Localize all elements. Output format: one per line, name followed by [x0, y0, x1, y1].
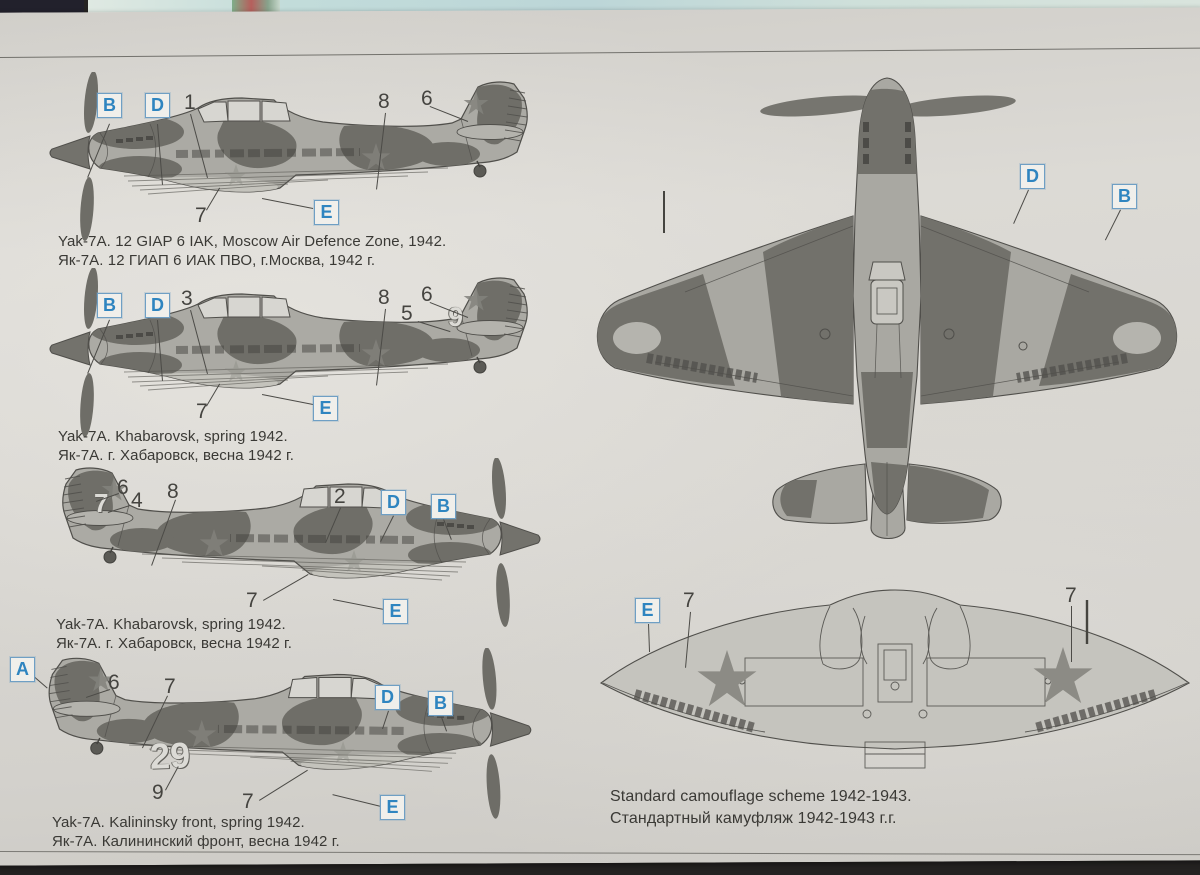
callout-number-8: 8: [378, 90, 390, 113]
callout-number-6: 6: [117, 476, 129, 499]
caption-ru: Як-7А. г. Хабаровск, весна 1942 г.: [56, 634, 293, 652]
callout-number-4: 4: [131, 489, 143, 512]
callout-letter-B: B: [97, 293, 122, 318]
callout-number-7: 7: [164, 675, 176, 698]
figure-2-caption: Yak-7A. Khabarovsk, spring 1942. Як-7А. …: [58, 428, 294, 465]
callout-number-6: 6: [421, 87, 433, 110]
callout-letter-D: D: [145, 293, 170, 318]
callout-number-7: 7: [195, 204, 207, 227]
callout-number-1: 1: [184, 91, 196, 114]
callout-letter-B: B: [97, 93, 122, 118]
callout-number-6: 6: [421, 283, 433, 306]
background-box-art-detail: [232, 0, 280, 12]
caption-ru: Як-7А. г. Хабаровск, весна 1942 г.: [58, 446, 295, 464]
callout-number-8: 8: [378, 286, 390, 309]
callout-letter-E: E: [313, 396, 338, 421]
tail-number-7: 7: [94, 488, 109, 518]
caption-en: Yak-7A. Kalininsky front, spring 1942.: [52, 814, 305, 831]
callout-letter-A: A: [10, 657, 35, 682]
callout-letter-D: D: [381, 490, 406, 515]
callout-number-7: 7: [246, 589, 258, 612]
standard-scheme-caption: Standard camouflage scheme 1942-1943. Ст…: [610, 786, 912, 830]
callout-number-6: 6: [108, 671, 120, 694]
callout-letter-D: D: [145, 93, 170, 118]
callout-letter-D: D: [375, 685, 400, 710]
caption-ru: Як-7А. 12 ГИАП 6 ИАК ПВО, г.Москва, 1942…: [58, 251, 376, 269]
figure-3-caption: Yak-7A. Khabarovsk, spring 1942. Як-7А. …: [56, 616, 292, 653]
callout-number-3: 3: [181, 287, 193, 310]
caption-en: Yak-7A. Khabarovsk, spring 1942.: [58, 428, 288, 445]
caption-en: Standard camouflage scheme 1942-1943.: [610, 788, 912, 805]
background-dark-object: [0, 0, 84, 13]
callout-number-2: 2: [334, 485, 346, 508]
callout-number-7: 7: [196, 400, 208, 423]
callout-letter-E: E: [314, 200, 339, 225]
table-shadow: [0, 861, 1200, 875]
leader-line: [1071, 606, 1072, 662]
callout-letter-E: E: [380, 795, 405, 820]
caption-en: Yak-7A. 12 GIAP 6 IAK, Moscow Air Defenc…: [58, 233, 447, 250]
figure-4-caption: Yak-7A. Kalininsky front, spring 1942. Я…: [52, 814, 340, 851]
callout-number-7: 7: [683, 589, 695, 612]
callout-letter-E: E: [635, 598, 660, 623]
callout-letter-B: B: [428, 691, 453, 716]
caption-ru: Як-7А. Калининский фронт, весна 1942 г.: [52, 832, 340, 850]
callout-letter-E: E: [383, 599, 408, 624]
caption-en: Yak-7A. Khabarovsk, spring 1942.: [56, 616, 286, 633]
figure-1-caption: Yak-7A. 12 GIAP 6 IAK, Moscow Air Defenc…: [58, 233, 446, 270]
callout-letter-D: D: [1020, 164, 1045, 189]
callout-number-8: 8: [167, 480, 179, 503]
callout-number-7: 7: [242, 790, 254, 813]
callout-number-7: 7: [1065, 584, 1077, 607]
callout-letter-B: B: [431, 494, 456, 519]
bottom-view-illustration: [595, 586, 1195, 776]
callout-number-9: 9: [152, 781, 164, 804]
callout-number-5: 5: [401, 302, 413, 325]
caption-ru: Стандартный камуфляж 1942-1943 г.г.: [610, 810, 897, 827]
callout-letter-B: B: [1112, 184, 1137, 209]
